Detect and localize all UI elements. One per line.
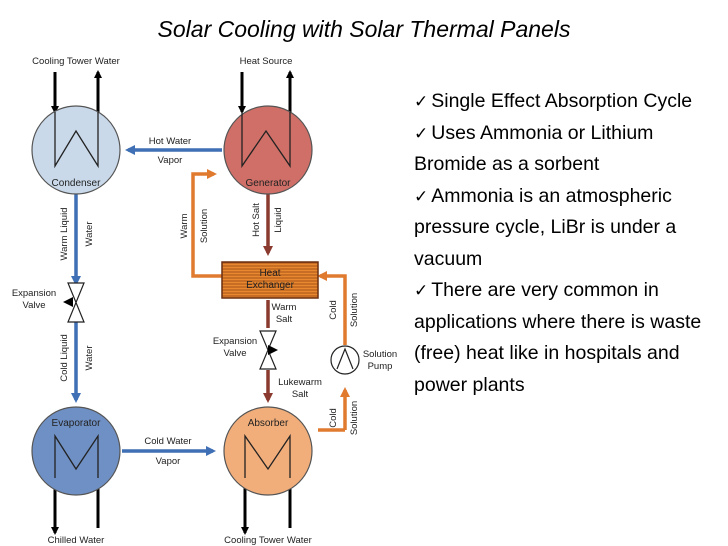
cold-water-label: Cold Water: [144, 436, 191, 447]
checkmark-icon: ✓: [414, 186, 429, 206]
absorber-label: Absorber: [248, 418, 289, 429]
solution-pump-label-1: Solution: [363, 349, 397, 360]
hot-water-label: Hot Water: [149, 136, 191, 147]
bullet-item: ✓Uses Ammonia or Lithium Bromide as a so…: [414, 118, 724, 181]
warm-solution-label-2: Solution: [199, 209, 210, 243]
page-title: Solar Cooling with Solar Thermal Panels: [157, 16, 571, 42]
refrigerant-lines: [71, 145, 222, 456]
generator-label: Generator: [245, 178, 291, 189]
expansion-valve-left: Expansion Valve: [12, 282, 85, 323]
chilled-water-label: Chilled Water: [48, 535, 105, 546]
generator: Generator: [223, 105, 313, 195]
cold-solution-upper-label-2: Solution: [349, 293, 360, 327]
cooling-tower-water-top-label: Cooling Tower Water: [32, 56, 120, 67]
checkmark-icon: ✓: [414, 281, 429, 300]
bullet-list: ✓Single Effect Absorption Cycle ✓Uses Am…: [414, 86, 724, 401]
expansion-valve-left-label-2: Valve: [22, 300, 45, 311]
bullet-item: ✓Single Effect Absorption Cycle: [414, 86, 724, 118]
bullet-text: There are very common in applications wh…: [414, 279, 702, 396]
warm-salt-label-1: Warm: [272, 302, 297, 313]
warm-salt-label-2: Salt: [276, 314, 293, 325]
lukewarm-salt-label-2: Salt: [292, 389, 309, 400]
condenser: Condenser: [31, 105, 121, 195]
evaporator-label: Evaporator: [52, 418, 102, 429]
bullet-text: Single Effect Absorption Cycle: [431, 90, 693, 112]
cold-solution-lower-label-2: Solution: [349, 401, 360, 435]
expansion-valve-right: Expansion Valve: [213, 330, 278, 370]
condenser-label: Condenser: [52, 178, 102, 189]
heat-exchanger-label-2: Exchanger: [246, 280, 294, 291]
evaporator: Evaporator: [31, 406, 121, 496]
expansion-valve-right-label-1: Expansion: [213, 336, 257, 347]
solution-lines: [191, 169, 350, 432]
cold-liquid-label: Cold Liquid: [59, 334, 70, 382]
bullet-text: Uses Ammonia or Lithium Bromide as a sor…: [414, 121, 654, 176]
bullet-item: ✓Ammonia is an atmospheric pressure cycl…: [414, 181, 724, 276]
hot-liquid-label: Liquid: [273, 207, 284, 232]
bullet-item: ✓There are very common in applications w…: [414, 275, 724, 401]
heat-source-label: Heat Source: [240, 56, 293, 67]
cold-solution-lower-label-1: Cold: [328, 408, 339, 428]
checkmark-icon: ✓: [414, 92, 429, 111]
bullet-text: Ammonia is an atmospheric pressure cycle…: [414, 184, 677, 270]
cold-water-vertical-label: Water: [84, 346, 95, 371]
lukewarm-salt-label-1: Lukewarm: [278, 377, 322, 388]
expansion-valve-right-label-2: Valve: [223, 348, 246, 359]
hot-vapor-label: Vapor: [158, 155, 183, 166]
absorber: Absorber: [223, 406, 313, 496]
heat-exchanger: Heat Exchanger: [221, 261, 319, 299]
warm-water-label: Water: [84, 222, 95, 247]
warm-liquid-label: Warm Liquid: [59, 208, 70, 261]
cold-solution-upper-label-1: Cold: [328, 300, 339, 320]
warm-solution-label-1: Warm: [179, 213, 190, 238]
heat-exchanger-label-1: Heat: [259, 268, 280, 279]
hot-salt-label: Hot Salt: [251, 203, 262, 237]
cooling-tower-water-bottom-label: Cooling Tower Water: [224, 535, 312, 546]
expansion-valve-left-label-1: Expansion: [12, 288, 56, 299]
checkmark-icon: ✓: [414, 123, 429, 143]
solution-pump-label-2: Pump: [368, 361, 393, 372]
solution-pump: Solution Pump: [330, 345, 397, 375]
cold-vapor-label: Vapor: [156, 456, 181, 467]
